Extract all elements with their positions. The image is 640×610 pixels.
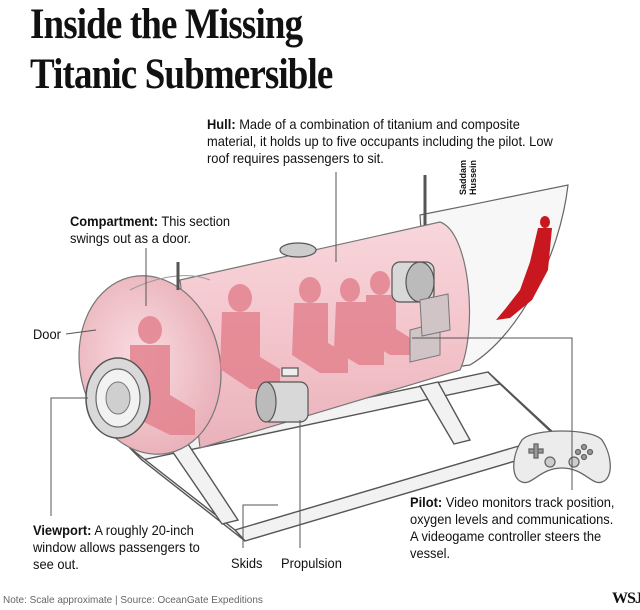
title-line-1: Inside the Missing [30,1,303,48]
compartment-callout-text: This section swings out as a door. [70,213,231,246]
occupants [130,271,412,435]
pilot-callout-label: Pilot: [410,494,443,510]
pilot-callout: Pilot: Video monitors track position, ox… [410,494,622,562]
scale-figure-person [496,216,552,320]
skids-callout: Skids [231,555,263,571]
hull-callout: Hull: Made of a combination of titanium … [207,116,557,167]
door-callout: Door [33,326,61,342]
viewport-callout-label: Viewport: [33,522,92,538]
hull-callout-label: Hull: [207,116,236,132]
hull-callout-text: Made of a combination of titanium and co… [207,116,553,166]
callout-leaders [50,172,573,548]
page-title: Inside the Missing Titanic Submersible [30,0,391,100]
thruster-rear [391,261,435,303]
viewport-window [85,357,151,439]
pilot-callout-text: Video monitors track position, oxygen le… [410,494,615,561]
viewport-callout-text: A roughly 20-inch window allows passenge… [33,522,200,572]
compartment-callout-label: Compartment: [70,213,159,229]
thruster-side [255,367,309,423]
gamepad-icon [513,430,611,484]
title-line-2: Titanic Submersible [30,51,333,98]
pilot-monitors [409,293,451,363]
propulsion-callout: Propulsion [281,555,342,571]
publisher-logo: WSJ [612,590,640,607]
compartment-callout: Compartment: This section swings out as … [70,213,263,247]
viewport-callout: Viewport: A roughly 20-inch window allow… [33,522,217,573]
source-footnote: Note: Scale approximate | Source: OceanG… [3,594,263,606]
skids-frame [128,371,568,542]
